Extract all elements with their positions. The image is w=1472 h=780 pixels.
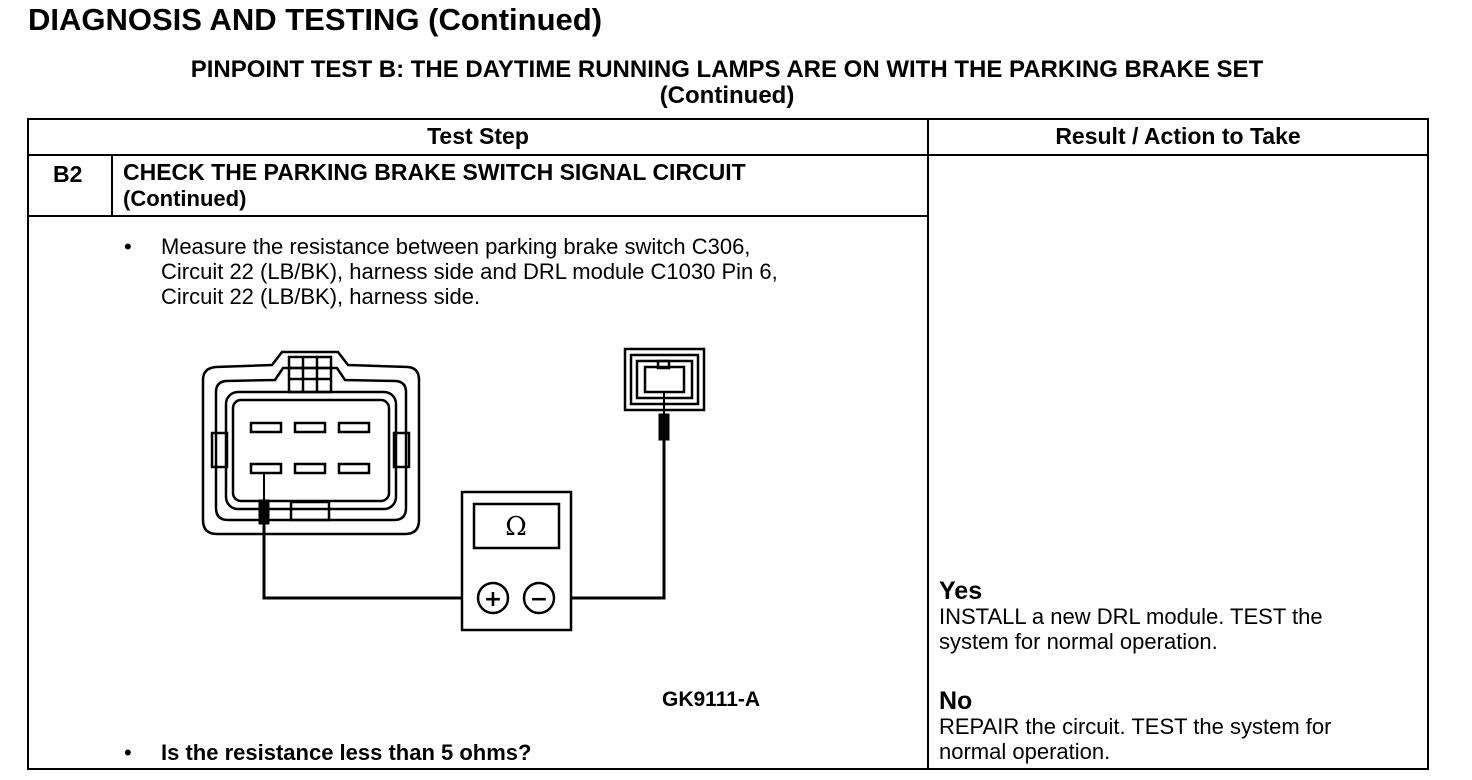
page-title: DIAGNOSIS AND TESTING (Continued) xyxy=(28,2,603,37)
result-yes-action: INSTALL a new DRL module. TEST the xyxy=(939,604,1323,629)
step-id: B2 xyxy=(53,161,83,187)
meter-plus-terminal: + xyxy=(484,587,502,612)
left-probe-icon xyxy=(258,472,270,525)
step-title-rule xyxy=(29,215,927,217)
ohm-symbol: Ω xyxy=(505,512,527,542)
bullet: • xyxy=(124,234,132,259)
wire-negative xyxy=(262,524,462,600)
column-header-test-step: Test Step xyxy=(427,123,529,149)
figure-id: GK9111-A xyxy=(662,688,761,711)
table-divider-vertical xyxy=(927,120,929,768)
step-title-continued: (Continued) xyxy=(123,186,247,211)
table-header-rule xyxy=(29,154,1427,156)
ohmmeter-icon xyxy=(460,490,573,632)
meter-minus-terminal: − xyxy=(530,587,548,612)
instruction-line: Circuit 22 (LB/BK), harness side. xyxy=(161,284,481,309)
instruction-line: Circuit 22 (LB/BK), harness side and DRL… xyxy=(161,259,778,284)
result-yes-action: system for normal operation. xyxy=(939,629,1218,654)
parking-brake-connector-icon xyxy=(201,350,421,536)
pinpoint-test-table: Test Step Result / Action to Take B2 CHE… xyxy=(27,118,1429,770)
bullet: • xyxy=(124,740,132,765)
question: Is the resistance less than 5 ohms? xyxy=(161,740,532,765)
result-no-action: REPAIR the circuit. TEST the system for xyxy=(939,714,1332,739)
test-subtitle: PINPOINT TEST B: THE DAYTIME RUNNING LAM… xyxy=(190,56,1264,83)
step-id-divider xyxy=(111,156,113,215)
column-header-result: Result / Action to Take xyxy=(1055,123,1301,149)
wire-positive xyxy=(571,440,666,600)
test-subtitle-continued: (Continued) xyxy=(659,82,795,109)
result-no-action: normal operation. xyxy=(939,739,1111,764)
instruction-line: Measure the resistance between parking b… xyxy=(161,234,751,259)
step-title: CHECK THE PARKING BRAKE SWITCH SIGNAL CI… xyxy=(123,159,746,185)
result-yes-label: Yes xyxy=(939,577,983,605)
result-no-label: No xyxy=(939,687,973,715)
